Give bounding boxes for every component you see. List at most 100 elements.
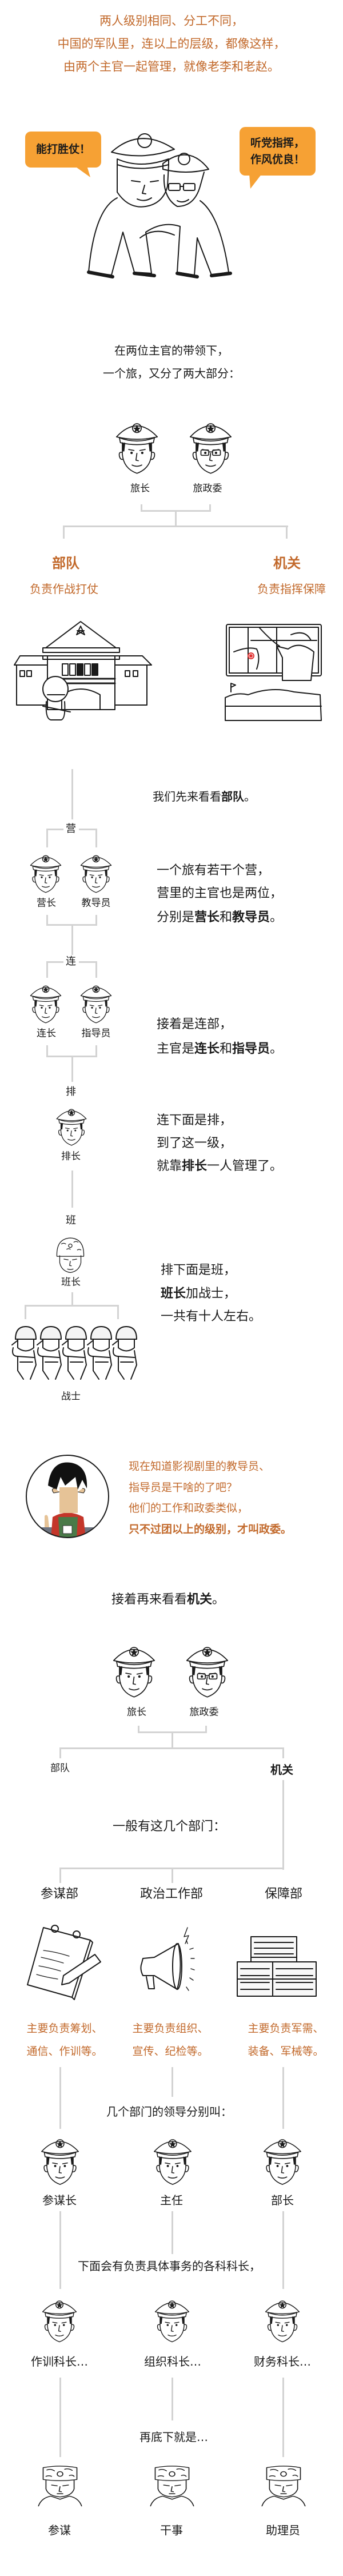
squad-text-1: 排下面是班， [161,1263,237,1277]
level-battalion-label: 营 [66,823,76,835]
connector [59,1868,61,1883]
connector [172,2067,173,2097]
intro-line-3: 由两个主官一起管理，就像老李和老赵。 [63,59,280,74]
bubble-tail-left [74,166,90,177]
battalion-text-1: 一个旅有若干个营， [157,863,270,878]
connector [46,961,48,978]
battalion-text-3: 分别是营长和教导员。 [157,911,282,924]
section-chief-face-icon [261,2296,304,2344]
two-officers-embracing-illustration [87,133,232,278]
text: 一人管理了。 [207,1159,283,1173]
squad-text-3: 一共有十人左右。 [161,1309,262,1324]
heading-bold: 机关 [186,1592,213,1607]
battalion-instructor-face-icon [77,851,115,894]
troops-heading: 我们先来看看部队。 [153,791,256,802]
connector [282,2067,284,2129]
organs-description: 负责指挥保障 [257,582,326,596]
connector [138,1726,139,1733]
text: 就靠 [157,1159,182,1173]
intro-line-1: 两人级别相同、分工不同， [99,14,244,28]
organs-heading: 接着再来看看机关。 [111,1594,225,1606]
connector [46,829,63,830]
barracks-building-illustration [14,621,152,720]
soldiers-label: 战士 [61,1391,81,1403]
dept-political-desc-1: 主要负责组织、 [132,2022,209,2035]
megaphone-icon [140,1927,195,1991]
brigade-commander-face-icon [110,417,164,476]
connector [59,1747,61,1758]
clerk-face-icon [149,2464,196,2508]
dept-staff-desc-1: 主要负责筹划、 [26,2022,103,2035]
heading-punct: 。 [244,790,256,803]
bold-text: 指导员 [232,1042,270,1056]
connector [172,2211,173,2254]
connector [205,1726,207,1733]
training-chief-label: 作训科长… [31,2355,88,2368]
heading-punct: 。 [212,1592,225,1607]
company-instructor-label: 指导员 [81,1028,111,1040]
dept-support-desc-2: 装备、军械等。 [248,2045,324,2058]
connector [282,1780,284,1870]
brigade-commander-face-icon [107,1641,161,1699]
note-line-1: 现在知道影视剧里的教导员、 [129,1460,270,1473]
dept-political-desc-2: 宣传、纪检等。 [132,2045,209,2058]
heads-heading: 几个部门的领导分别叫： [106,2105,232,2119]
bold-text: 营长 [194,910,220,925]
branch-troops-label: 部队 [50,1762,70,1774]
heading-text: 接着再来看看 [111,1592,187,1607]
squad-text-2: 班长加战士， [161,1288,236,1300]
connector [286,525,288,539]
brigade-commissar-face-icon [180,1641,234,1699]
connector [95,915,97,925]
company-commander-label: 连长 [37,1028,56,1040]
dept-staff-desc-2: 通信、作训等。 [26,2045,103,2058]
connector [59,2067,61,2129]
chief-of-staff-label: 参谋长 [42,2193,77,2207]
battalion-commander-label: 营长 [37,897,56,909]
text: 分别是 [157,910,195,925]
brigade-commissar-label: 旅政委 [189,1706,219,1718]
battalion-text-2: 营里的主官也是两位， [157,886,283,901]
company-commander-face-icon [26,981,65,1025]
platoon-text-1: 连下面是排， [157,1113,233,1128]
platoon-leader-face-icon [52,1105,91,1147]
departments-heading: 一般有这几个部门： [112,1819,226,1834]
connector [71,1056,73,1082]
clerk-label: 干事 [160,2523,183,2537]
bubble-left-text: 能打胜仗！ [35,143,90,156]
split-line-2: 一个旅，又分了两大部分： [103,367,240,380]
connector [59,2211,61,2289]
connector [71,769,73,819]
company-instructor-face-icon [77,981,115,1025]
intro-line-2: 中国的军队里，连以上的层级，都像这样， [57,37,286,51]
dept-support-desc-1: 主要负责军需、 [248,2022,324,2035]
connector [46,829,48,847]
minister-face-icon [258,2134,306,2187]
connector [282,2211,284,2289]
staff-heading: 再底下就是… [139,2430,208,2444]
connector [282,2378,284,2457]
connector [71,924,73,955]
supply-crates-icon [237,1936,317,1997]
text: 。 [270,910,283,925]
connector [95,961,97,978]
brigade-commissar-label: 旅政委 [193,483,222,495]
bold-text: 连长 [194,1042,220,1056]
connector [172,2378,173,2420]
section-chief-face-icon [38,2296,81,2344]
text: 。 [270,1042,283,1056]
level-company-label: 连 [66,955,76,968]
squad-leader-helmet-face-icon [52,1235,89,1274]
text: 和 [220,910,233,925]
text: 和 [220,1042,233,1056]
saluting-soldiers-illustration [11,1326,137,1380]
connector [282,1747,284,1758]
staff-officer-label: 参谋 [48,2523,71,2537]
level-platoon-label: 排 [66,1086,76,1098]
note-line-2: 指导员是干啥的了吧？ [129,1481,238,1494]
connector [172,1868,173,1883]
connector [25,1305,26,1319]
director-face-icon [149,2134,197,2187]
connector [141,504,142,512]
